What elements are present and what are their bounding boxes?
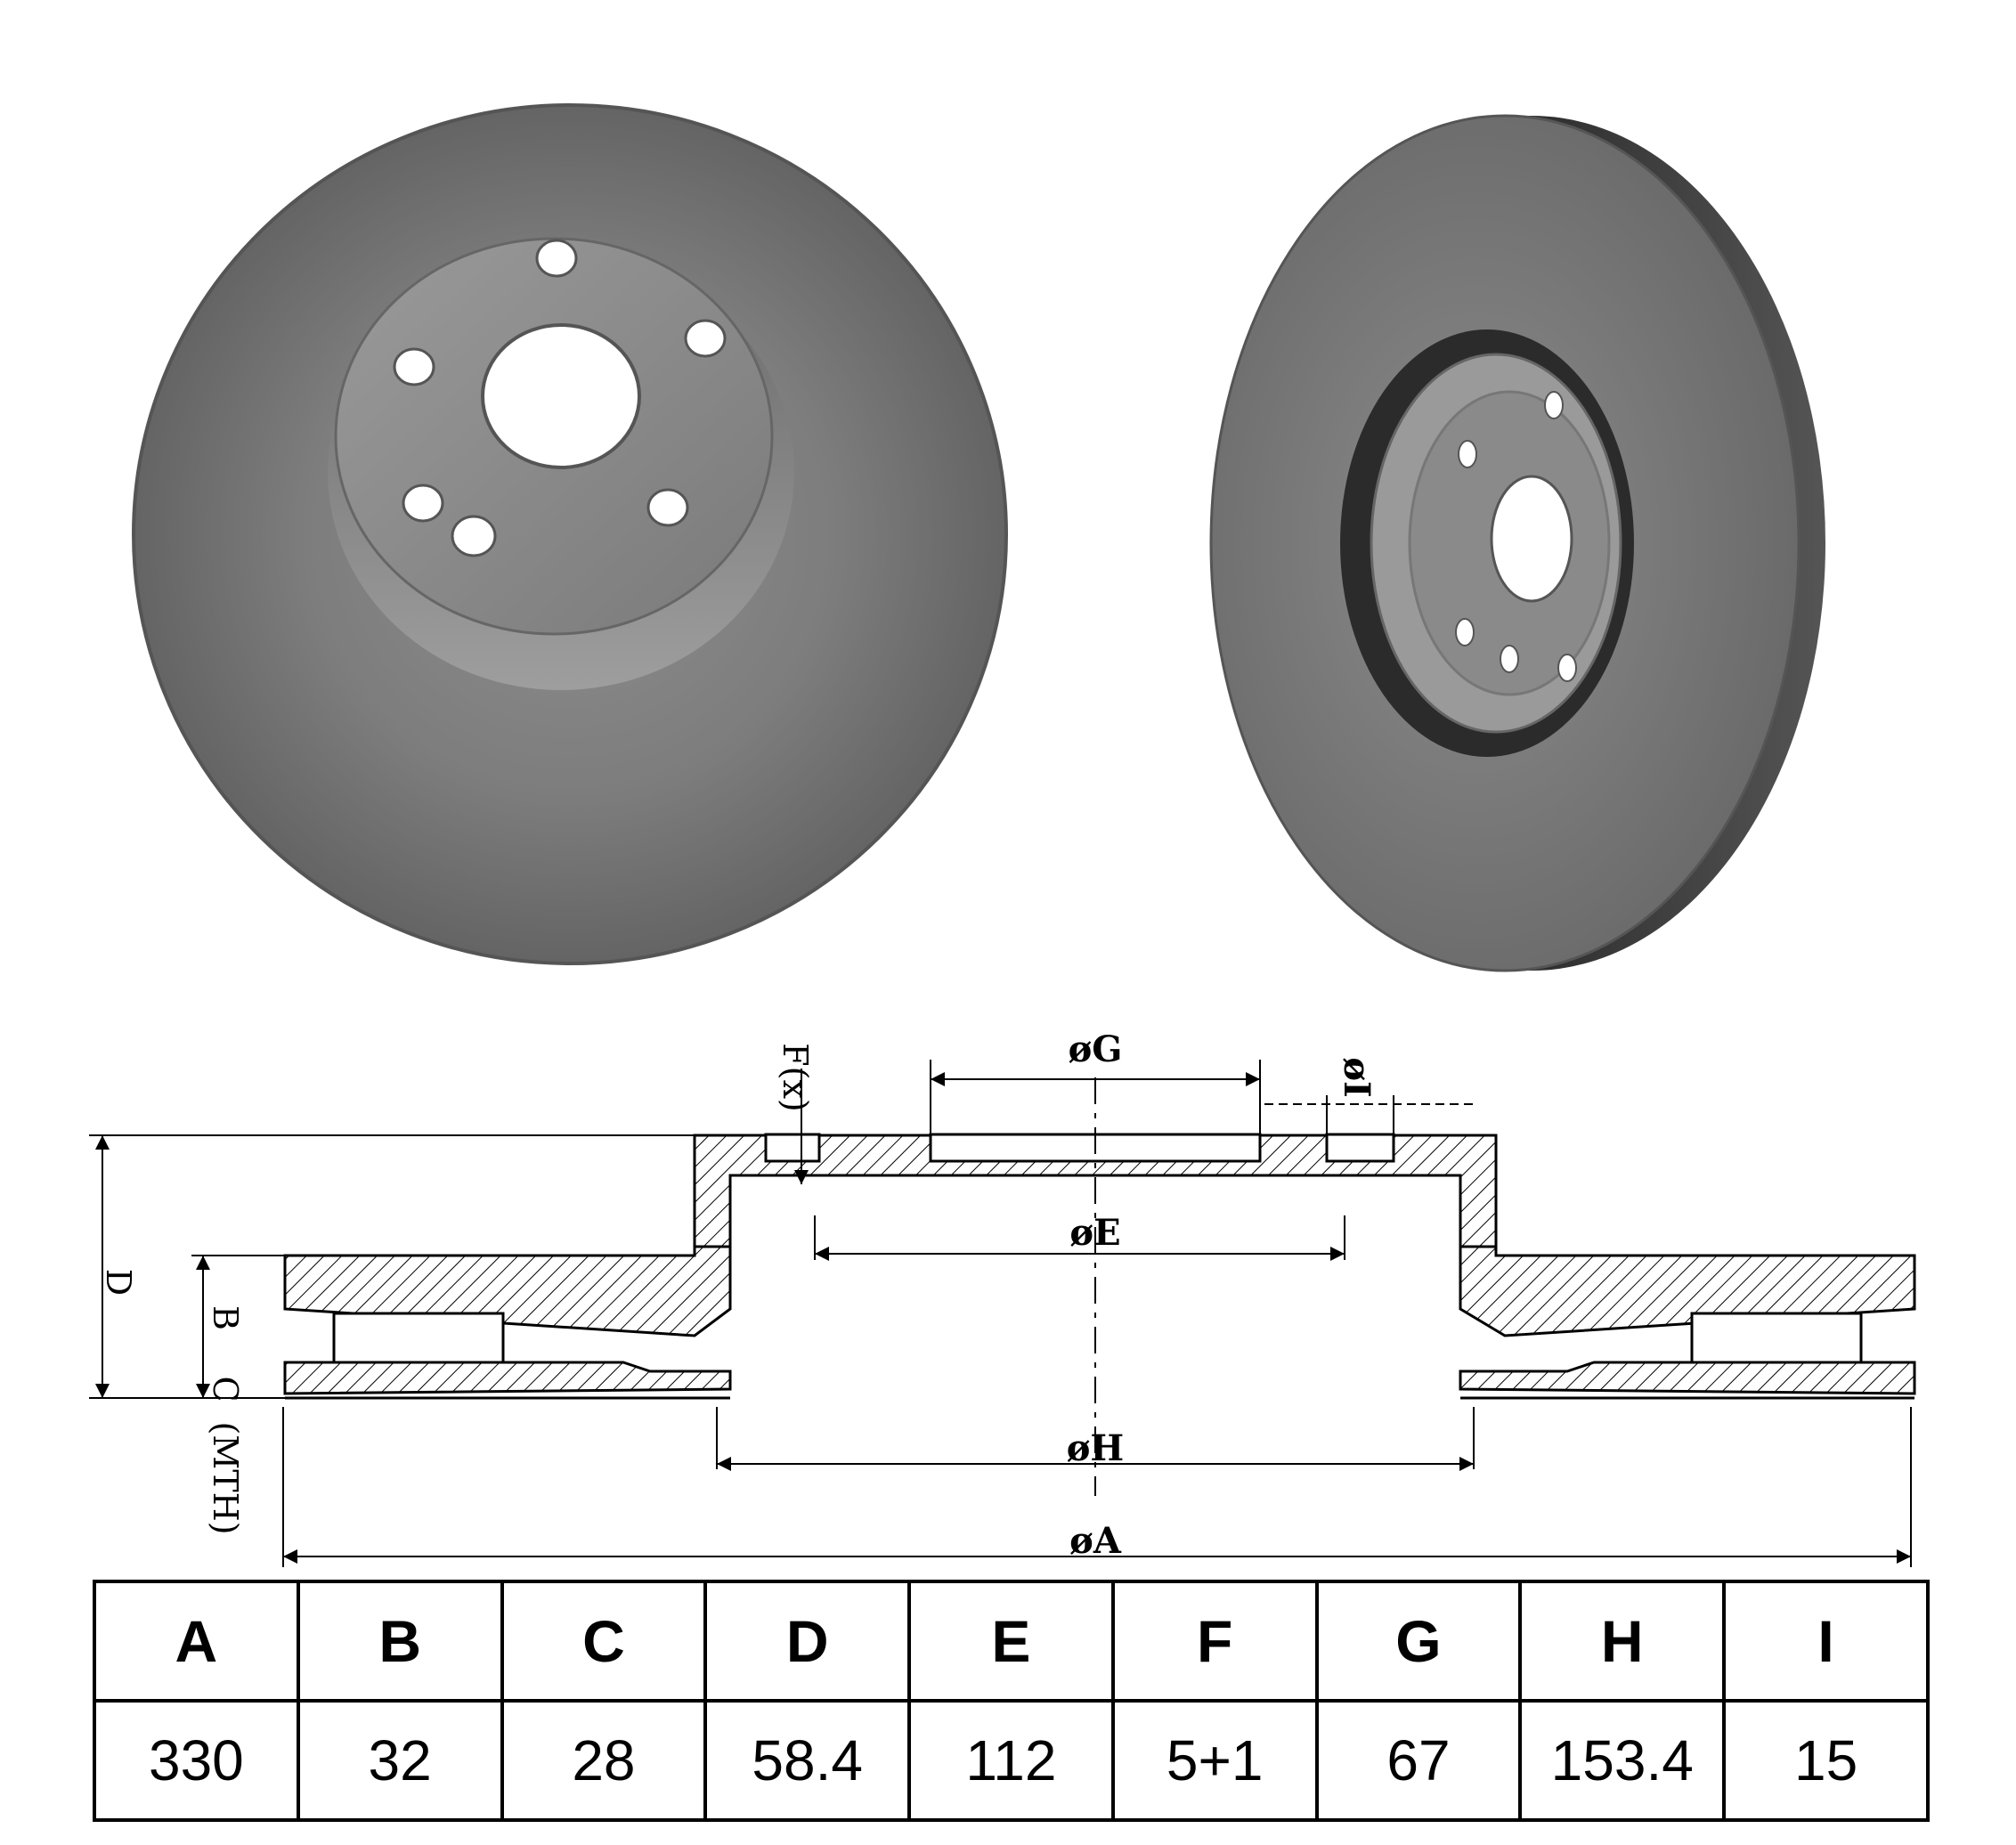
header-cell: G — [1314, 1580, 1523, 1703]
right-ring-bottom-plate — [1459, 1361, 1916, 1395]
cross-section-drawing: øG øI F(x) øE øH øA D B C (MTH) — [89, 1028, 1916, 1567]
label-e: øE — [1069, 1212, 1120, 1254]
value-cell: 5+1 — [1110, 1699, 1319, 1822]
value-cell: 32 — [296, 1699, 504, 1822]
header-cell: F — [1110, 1580, 1319, 1703]
label-d: D — [99, 1269, 138, 1296]
dimensions-table: A B C D E F G H I 330 32 28 58.4 112 5+1… — [93, 1580, 1930, 1822]
label-b: B — [206, 1305, 245, 1330]
label-f: F(x) — [776, 1043, 815, 1111]
header-cell: E — [907, 1580, 1115, 1703]
value-cell: 330 — [93, 1699, 300, 1822]
label-h: øH — [1067, 1427, 1124, 1469]
brake-disc-front-photo — [132, 103, 1008, 965]
bolt-hole-section — [1325, 1133, 1395, 1163]
brake-disc-angled-photo — [1209, 114, 1825, 972]
header-cell: I — [1722, 1580, 1930, 1703]
header-cell: H — [1518, 1580, 1727, 1703]
right-vent-channel — [1690, 1312, 1863, 1364]
left-vent-channel — [332, 1312, 505, 1364]
label-a: øA — [1069, 1520, 1122, 1562]
locating-hole-section — [764, 1133, 821, 1163]
table-header-row: A B C D E F G H I — [93, 1580, 1930, 1703]
table-value-row: 330 32 28 58.4 112 5+1 67 153.4 15 — [93, 1699, 1930, 1822]
label-g: øG — [1069, 1028, 1123, 1070]
header-cell: C — [500, 1580, 708, 1703]
value-cell: 67 — [1314, 1699, 1523, 1822]
label-mth: (MTH) — [206, 1421, 245, 1534]
value-cell: 28 — [500, 1699, 708, 1822]
value-cell: 58.4 — [703, 1699, 912, 1822]
value-cell: 112 — [907, 1699, 1115, 1822]
left-ring-bottom-plate — [283, 1361, 732, 1395]
header-cell: A — [93, 1580, 300, 1703]
label-c: C — [206, 1376, 245, 1402]
header-cell: D — [703, 1580, 912, 1703]
value-cell: 15 — [1722, 1699, 1930, 1822]
label-i: øI — [1336, 1057, 1378, 1097]
value-cell: 153.4 — [1518, 1699, 1727, 1822]
header-cell: B — [296, 1580, 504, 1703]
